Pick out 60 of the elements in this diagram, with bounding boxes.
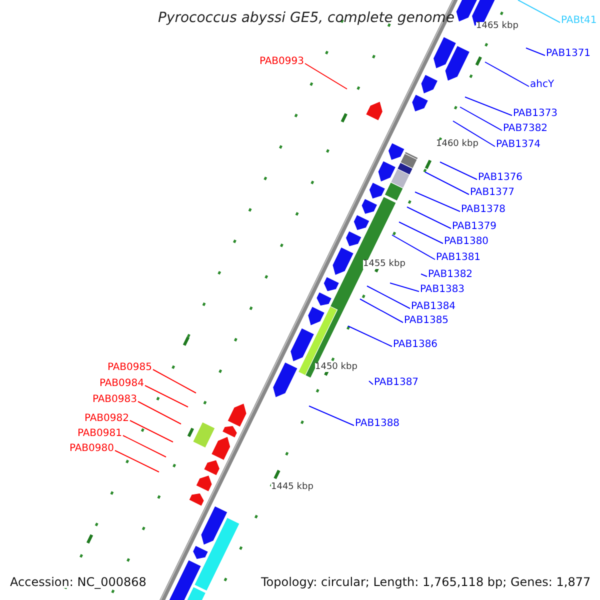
scale-label: 1455 kbp xyxy=(363,260,406,269)
gene-label: PAB7382 xyxy=(503,124,548,134)
leader-line xyxy=(308,406,354,426)
leader-line xyxy=(398,222,444,244)
scale-label: 1465 kbp xyxy=(476,22,518,31)
gene-label: PAB1382 xyxy=(428,270,473,280)
leader-line xyxy=(304,63,348,90)
gene-label: PAB1378 xyxy=(461,205,506,215)
gene-label: PABt41 xyxy=(561,16,597,26)
genome-title: Pyrococcus abyssi GE5, complete genome xyxy=(158,11,455,25)
gene-label: PAB0980 xyxy=(69,444,114,454)
leader-line xyxy=(114,450,160,472)
gene-label: PAB1371 xyxy=(546,49,591,59)
gene-label: PAB0984 xyxy=(99,379,144,389)
leader-line xyxy=(366,286,410,309)
gene-label: PAB1387 xyxy=(374,378,419,388)
leader-line xyxy=(518,0,560,23)
gene-label: PAB1385 xyxy=(404,316,449,326)
leader-line xyxy=(130,420,174,442)
leader-line xyxy=(424,172,470,195)
gene-label: PAB0981 xyxy=(77,429,122,439)
leader-line xyxy=(348,326,392,347)
leader-line xyxy=(152,369,196,394)
leader-line xyxy=(464,96,512,116)
gene-label: PAB1373 xyxy=(513,109,558,119)
gene-label: PAB1374 xyxy=(496,140,541,150)
leader-line xyxy=(390,282,420,292)
leader-line xyxy=(420,274,428,277)
gene-label: PAB1379 xyxy=(452,222,497,232)
gene-label: PAB0993 xyxy=(259,57,304,67)
gene-label: PAB1383 xyxy=(420,285,465,295)
leader-line xyxy=(526,48,546,56)
leader-line xyxy=(484,62,530,87)
leader-line xyxy=(368,380,374,385)
scale-label: 1460 kbp xyxy=(436,140,478,149)
leader-line xyxy=(360,298,404,323)
accession-label: Accession: NC_000868 xyxy=(10,576,146,588)
gene-label: PAB0985 xyxy=(107,363,152,373)
leader-line xyxy=(406,206,452,229)
leader-line xyxy=(452,120,496,147)
gene-label: PAB1380 xyxy=(444,237,489,247)
leader-line xyxy=(138,401,182,424)
gene-label: ahcY xyxy=(530,80,554,90)
gene-label: PAB0983 xyxy=(92,395,137,405)
scale-label: 1445 kbp xyxy=(271,483,314,492)
gene-label: PAB1388 xyxy=(355,419,400,429)
gene-label: PAB1377 xyxy=(470,188,515,198)
leader-line xyxy=(414,192,460,212)
leader-line xyxy=(122,435,166,458)
gene-label: PAB1381 xyxy=(436,253,481,263)
leader-line xyxy=(460,106,502,131)
gene-label: PAB1376 xyxy=(478,173,523,183)
leader-line xyxy=(144,385,188,408)
leader-line xyxy=(392,234,436,260)
leader-line xyxy=(440,162,478,180)
scale-label: 1450 kbp xyxy=(315,363,358,372)
genome-summary: Topology: circular; Length: 1,765,118 bp; Genes: 1,877 xyxy=(261,576,591,588)
gene-label: PAB1384 xyxy=(411,302,456,312)
gene-label: PAB1386 xyxy=(393,340,438,350)
gene-label: PAB0982 xyxy=(84,414,129,424)
